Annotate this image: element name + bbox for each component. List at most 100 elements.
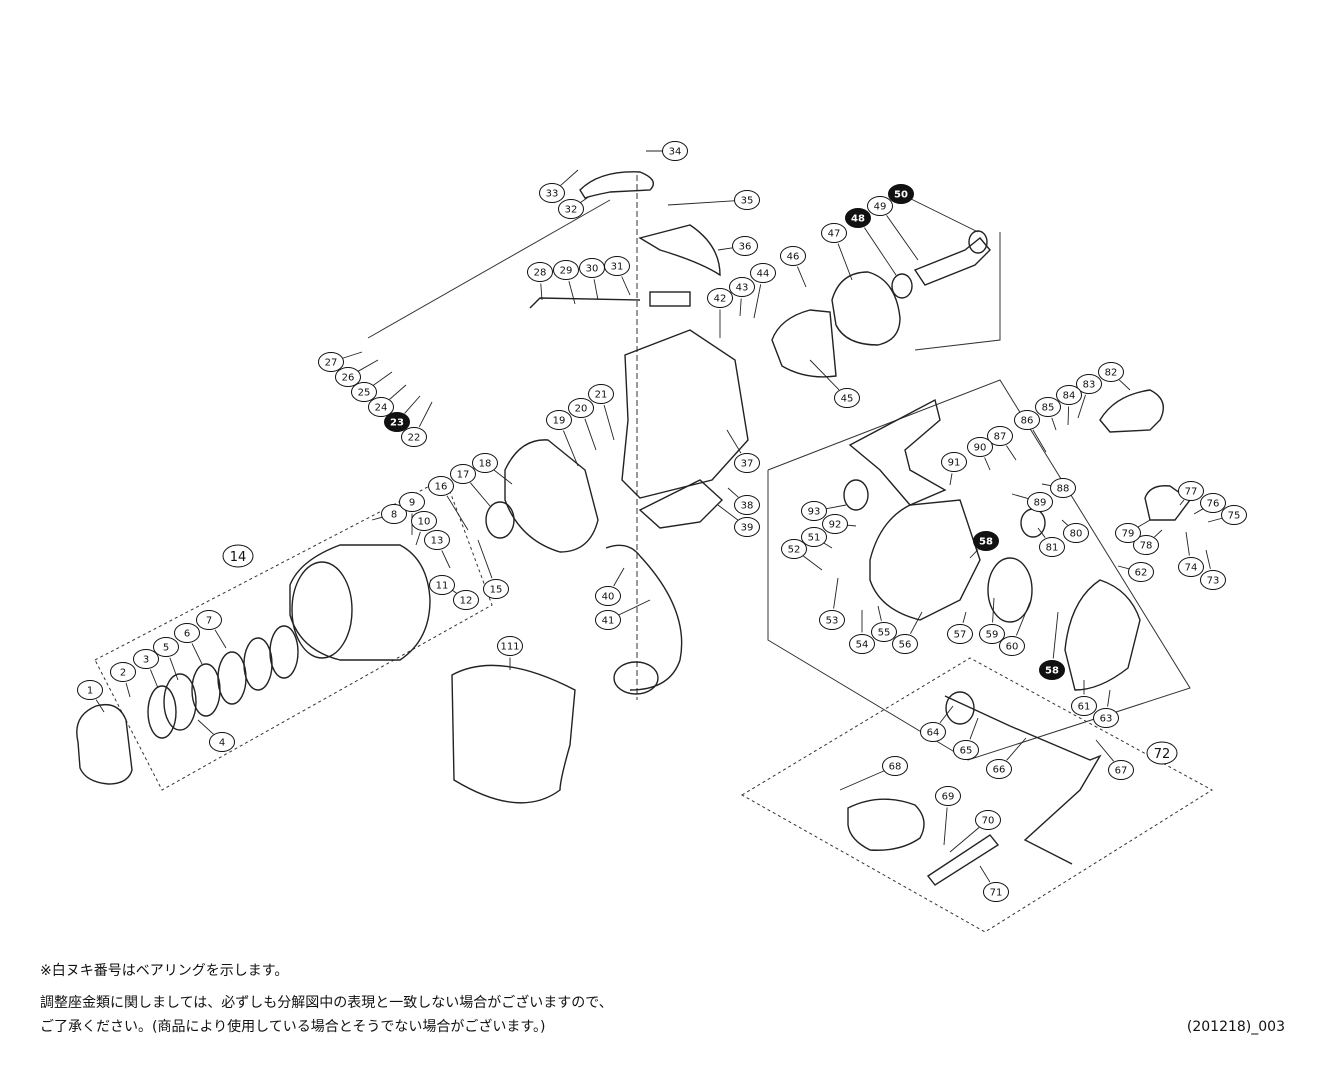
leader-line [477,539,493,579]
callout-circle [588,384,614,404]
callout-number: 36 [739,242,752,253]
callout-circle [986,759,1012,779]
callout-circle [734,453,760,473]
callout-circle [780,246,806,266]
callout-circle [604,256,630,276]
callout-circle [1035,397,1061,417]
part-callout-3: 3 [133,649,159,669]
leader-line [125,682,131,698]
drag-washer [163,673,197,731]
callout-circle [750,263,776,283]
callout-number: 111 [500,642,519,653]
rotor-frame [638,479,724,529]
leader-line [1041,483,1052,487]
part-callouts: 1234567891011121315161718192021222324252… [77,141,1247,902]
leader-line [839,770,885,791]
callout-number: 10 [418,517,431,528]
leader-line [584,418,597,451]
callout-circle [546,410,572,430]
part-callout-7: 7 [196,610,222,630]
callout-circle [209,732,235,752]
main-gear [987,557,1033,623]
part-callout-61: 61 [1071,696,1097,716]
callout-number: 58 [1045,666,1059,677]
callout-number: 45 [841,394,854,405]
part-callout-77: 77 [1178,481,1204,501]
part-callout-29: 29 [553,260,579,280]
callout-circle [999,636,1025,656]
part-callout-33: 33 [539,183,565,203]
leader-line [979,865,991,883]
part-callout-53: 53 [819,610,845,630]
leader-line [540,283,543,301]
callout-circle [1014,410,1040,430]
part-callout-1: 1 [77,680,103,700]
callout-circle [1128,562,1154,582]
callout-circle [1039,537,1065,557]
callout-circle [110,662,136,682]
part-callout-24: 24 [368,397,394,417]
part-callout-55: 55 [871,622,897,642]
callout-number: 69 [942,792,955,803]
leader-line [470,482,491,507]
callout-circle [1221,505,1247,525]
part-callout-26: 26 [335,367,361,387]
callout-number: 12 [460,596,473,607]
part-callout-80: 80 [1063,523,1089,543]
callout-number: 40 [602,592,615,603]
part-callout-90: 90 [967,437,993,457]
side-cover-plate [1099,389,1164,433]
callout-circle [1146,741,1178,765]
leader-line [1207,517,1224,523]
callout-number: 42 [714,294,727,305]
part-callout-51: 51 [801,527,827,547]
callout-number: 90 [974,443,987,454]
part-callout-39: 39 [734,517,760,537]
part-callout-92: 92 [822,514,848,534]
body-cover [1064,579,1141,691]
callout-circle [222,544,254,568]
part-callout-87: 87 [987,426,1013,446]
callout-number: 3 [143,655,149,666]
callout-number: 29 [560,266,573,277]
callout-circle [595,586,621,606]
leader-line [825,504,847,510]
callout-circle [845,208,871,228]
part-callout-65: 65 [953,740,979,760]
callout-number: 18 [479,459,492,470]
callout-circle [781,539,807,559]
callout-number: 31 [611,262,624,273]
leader-line [562,430,579,467]
callout-number: 57 [954,630,967,641]
part-callout-35: 35 [734,190,760,210]
part-callout-56: 56 [892,634,918,654]
part-callout-62: 62 [1128,562,1154,582]
callout-circle [729,277,755,297]
leader-line [1107,689,1111,707]
pinion-bearing [968,230,988,254]
adjustment-washer-note-line-1: 調整座金類に関しましては、必ずしも分解図中の表現と一致しない場合がございますので… [40,995,613,1011]
callout-number: 17 [457,470,470,481]
leader-line [667,200,736,206]
callout-number: 62 [1135,568,1148,579]
leader-line [726,429,742,454]
part-callout-85: 85 [1035,397,1061,417]
callout-number: 30 [586,264,599,275]
callout-circle [368,397,394,417]
callout-number: 16 [435,482,448,493]
part-callout-43: 43 [729,277,755,297]
callout-number: 14 [230,550,247,565]
part-callout-25: 25 [351,382,377,402]
callout-circle [734,495,760,515]
callout-number: 5 [163,643,169,654]
callout-number: 39 [741,523,754,534]
callout-circle [1098,362,1124,382]
callout-circle [1115,523,1141,543]
callout-circle [335,367,361,387]
part-callout-36: 36 [732,236,758,256]
callout-circle [707,288,733,308]
callout-number: 85 [1042,403,1055,414]
callout-number: 56 [899,640,912,651]
part-callout-12: 12 [453,590,479,610]
leader-line [1015,601,1031,636]
